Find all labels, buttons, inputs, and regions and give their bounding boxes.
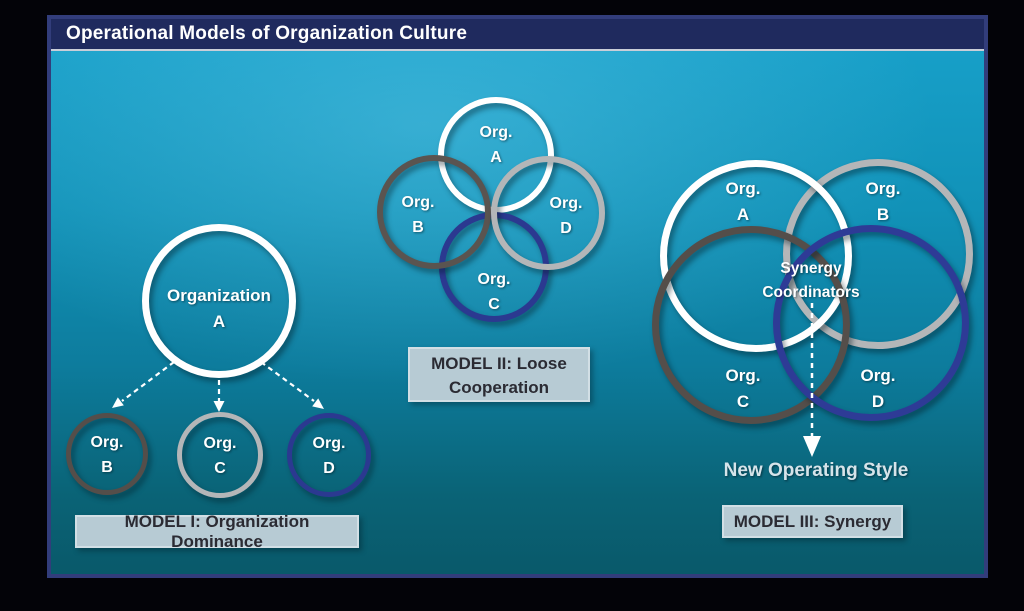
model3-org-c-line1: Org. bbox=[725, 366, 761, 385]
model2-org-c-line2: C bbox=[488, 296, 500, 313]
model1-org-a-line1: Organization bbox=[167, 286, 271, 305]
model3-org-b-line1: Org. bbox=[865, 179, 901, 198]
model1-org-c-label: Org. C bbox=[204, 431, 237, 481]
model3-org-b-line2: B bbox=[876, 205, 890, 224]
model1-org-a-circle bbox=[142, 224, 296, 378]
model1-org-d-circle bbox=[287, 413, 371, 497]
model2-org-b-line1: Org. bbox=[401, 194, 435, 211]
model1-org-a-label: Organization A bbox=[167, 283, 271, 335]
model1-org-d-line1: Org. bbox=[312, 435, 346, 452]
model1-caption: MODEL I: Organization Dominance bbox=[124, 511, 310, 551]
model1-org-b-circle bbox=[66, 413, 148, 495]
model3-arrow-caption: New Operating Style bbox=[723, 460, 909, 481]
model1-org-c-line1: Org. bbox=[203, 435, 237, 452]
model1-caption-box: MODEL I: Organization Dominance bbox=[75, 512, 359, 551]
model1-org-b-line2: B bbox=[101, 459, 113, 476]
model2-org-d-line2: D bbox=[560, 220, 572, 237]
model2-caption-box: MODEL II: Loose Cooperation bbox=[408, 347, 590, 402]
model2-org-d-label: Org. D bbox=[550, 191, 583, 241]
model1-org-c-circle bbox=[177, 412, 263, 498]
model2-caption-line1: MODEL II: Loose bbox=[431, 354, 567, 373]
model1-org-c-line2: C bbox=[214, 460, 226, 477]
model2-org-a-label: Org. A bbox=[480, 120, 513, 170]
model3-org-c-line2: C bbox=[736, 392, 750, 411]
model2-org-a-line2: A bbox=[490, 149, 502, 166]
model2-org-d-line1: Org. bbox=[549, 195, 583, 212]
model2-org-d-circle bbox=[491, 156, 605, 270]
model3-caption: MODEL III: Synergy bbox=[733, 511, 892, 531]
model3-org-a-label: Org. A bbox=[726, 176, 761, 228]
model1-org-a-line2: A bbox=[212, 312, 226, 331]
model2-org-b-line2: B bbox=[412, 219, 424, 236]
model1-org-d-line2: D bbox=[323, 460, 335, 477]
model3-org-d-line1: Org. bbox=[860, 366, 896, 385]
model3-org-b-label: Org. B bbox=[866, 176, 901, 228]
model3-caption-box: MODEL III: Synergy bbox=[722, 505, 903, 538]
model2-org-c-label: Org. C bbox=[478, 267, 511, 317]
model3-org-a-line2: A bbox=[736, 205, 750, 224]
model2-org-b-circle bbox=[377, 155, 491, 269]
model2-caption-line2: Cooperation bbox=[448, 378, 550, 397]
model2-org-b-label: Org. B bbox=[402, 190, 435, 240]
model2-org-c-line1: Org. bbox=[477, 271, 511, 288]
model3-org-d-label: Org. D bbox=[861, 363, 896, 415]
slide-title: Operational Models of Organization Cultu… bbox=[66, 23, 468, 44]
slide-header: Operational Models of Organization Cultu… bbox=[51, 19, 984, 51]
model2-org-a-line1: Org. bbox=[479, 124, 513, 141]
model1-org-d-label: Org. D bbox=[313, 431, 346, 481]
model3-center-line2: Coordinators bbox=[762, 284, 860, 301]
model3-org-d-line2: D bbox=[871, 392, 885, 411]
model3-org-a-line1: Org. bbox=[725, 179, 761, 198]
model3-org-c-label: Org. C bbox=[726, 363, 761, 415]
model1-org-b-label: Org. B bbox=[91, 430, 124, 480]
model3-org-d-circle bbox=[773, 225, 969, 421]
model1-org-b-line1: Org. bbox=[90, 434, 124, 451]
model3-center-line1: Synergy bbox=[780, 260, 842, 277]
model3-center-label: Synergy Coordinators bbox=[762, 257, 859, 305]
